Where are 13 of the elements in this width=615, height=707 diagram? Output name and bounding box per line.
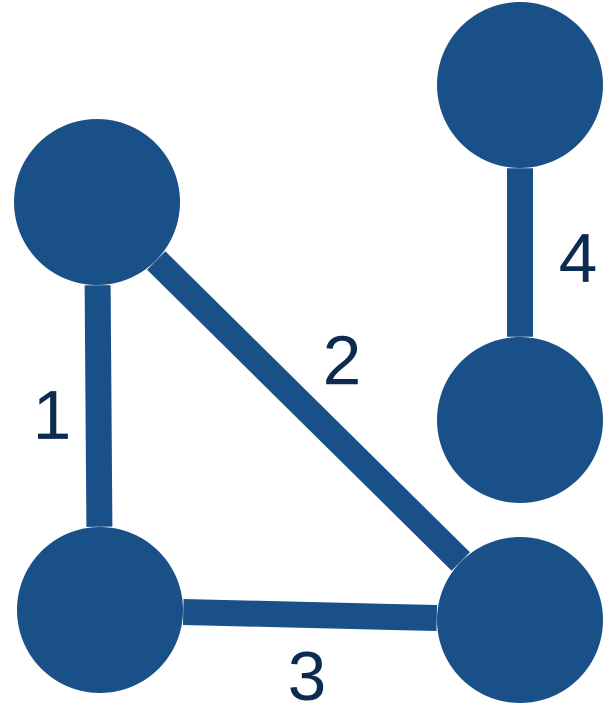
edge-label: 2 <box>321 334 363 386</box>
edge-label: 1 <box>31 390 73 440</box>
edge-label: 4 <box>557 232 599 284</box>
connector-line <box>84 285 112 527</box>
circle-node <box>437 337 603 503</box>
circle-node <box>14 119 180 285</box>
circle-node <box>437 537 603 703</box>
connector-line <box>147 251 470 571</box>
connector-line <box>182 598 438 632</box>
circle-node <box>17 527 183 693</box>
circle-node <box>437 2 603 168</box>
edge-label: 3 <box>286 650 328 702</box>
connector-line <box>507 168 533 337</box>
